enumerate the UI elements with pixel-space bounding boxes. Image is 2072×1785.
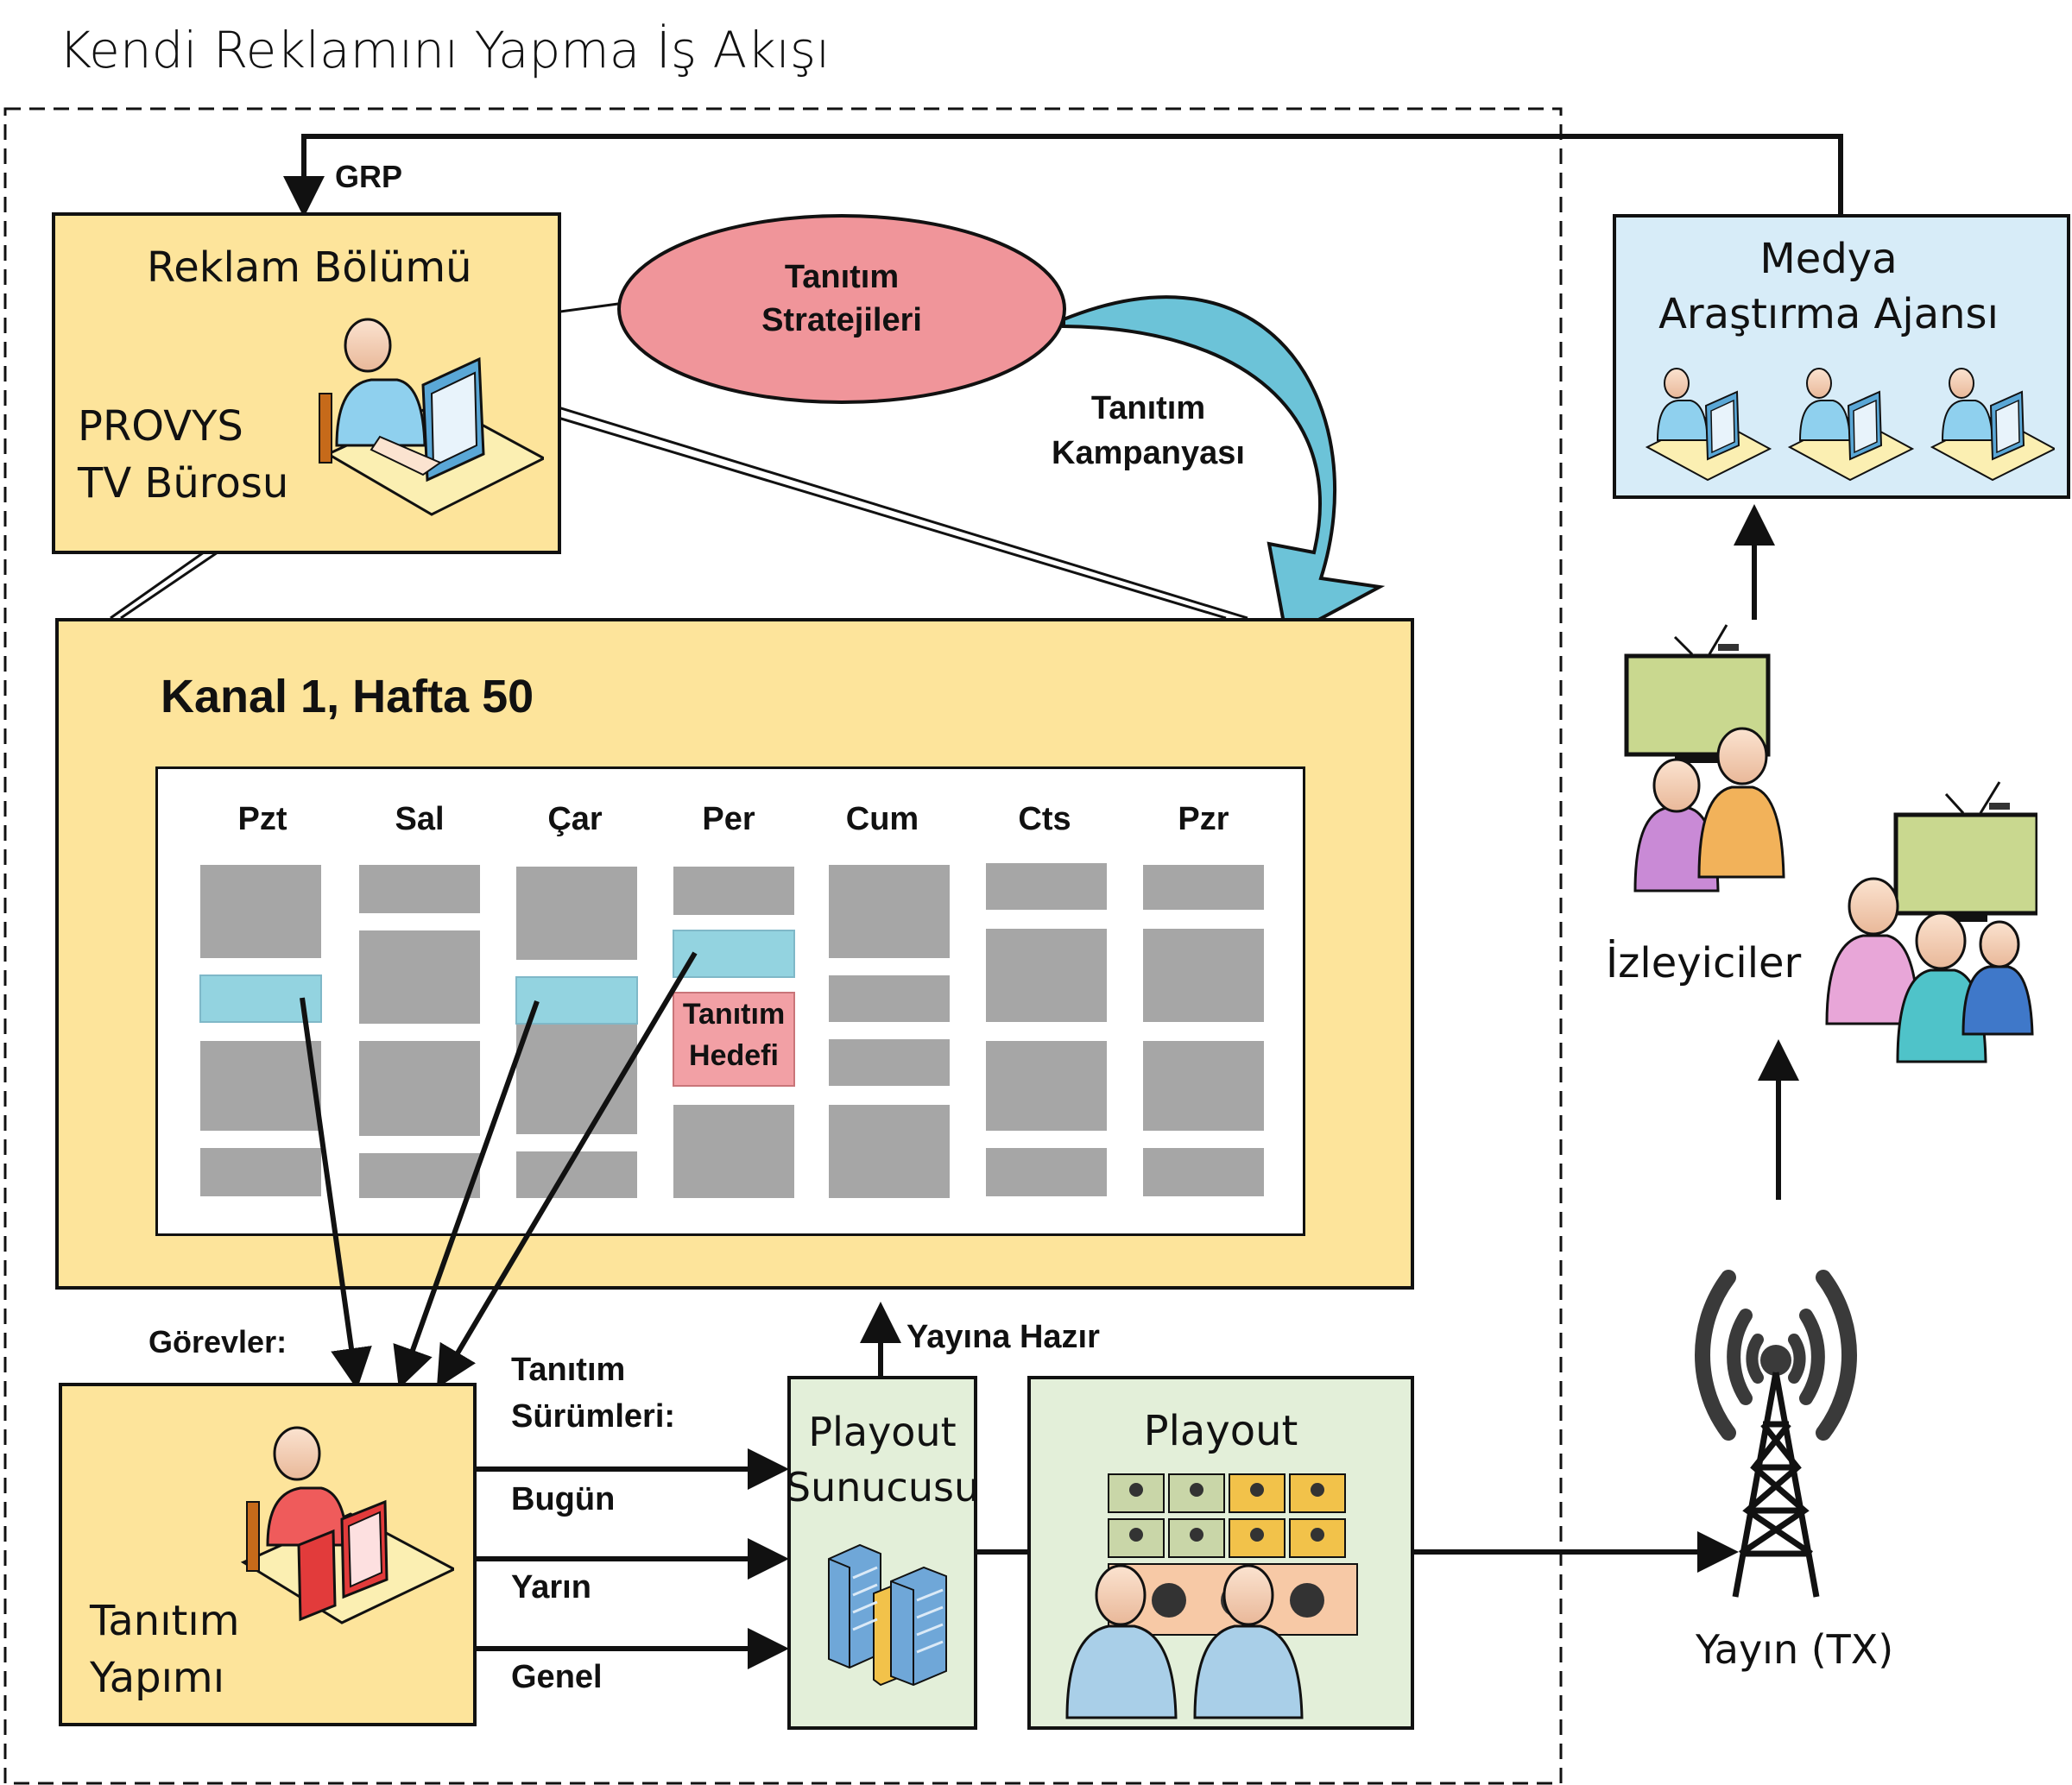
slot <box>1143 929 1264 1022</box>
grp-label: GRP <box>335 159 403 194</box>
provys-label-1: PROVYS <box>78 402 243 451</box>
campaign-arrow <box>1062 295 1386 640</box>
day-header-tue: Sal <box>395 801 445 837</box>
slot <box>359 1041 480 1136</box>
strategy-label-1: Tanıtım <box>784 259 900 295</box>
provys-label-2: TV Bürosu <box>78 459 289 508</box>
viewers-icon <box>1624 624 2037 1063</box>
ready-for-air-label: Yayına Hazır <box>906 1319 1100 1355</box>
diagram-title: Kendi Reklamını Yapma İş Akışı <box>59 21 831 79</box>
day-header-fri: Cum <box>845 801 919 837</box>
playout-control-room-icon <box>1065 1473 1358 1719</box>
slot <box>1143 865 1264 910</box>
campaign-label-1: Tanıtım <box>1090 390 1206 426</box>
promo-slot-wed <box>515 976 638 1025</box>
slot <box>829 1105 950 1198</box>
slot <box>673 1105 794 1198</box>
promo-target-label-1: Tanıtım <box>682 998 786 1031</box>
office-worker-icon <box>319 318 544 516</box>
slot <box>200 865 321 958</box>
day-header-mon: Pzt <box>237 801 287 837</box>
slot <box>986 1148 1107 1196</box>
playout-title: Playout <box>1143 1407 1298 1455</box>
slot <box>986 863 1107 910</box>
slot <box>200 1148 321 1196</box>
slot <box>1143 1148 1264 1196</box>
task-arrow-wed <box>393 1000 540 1390</box>
playout-server-label-2: Sunucusu <box>785 1464 980 1511</box>
slot <box>673 867 794 915</box>
slot <box>200 1041 321 1131</box>
strategy-label-2: Stratejileri <box>761 302 922 338</box>
slot <box>516 1151 637 1198</box>
slot <box>1143 1041 1264 1131</box>
versions-label-2: Sürümleri: <box>511 1398 676 1435</box>
agency-workers-icon <box>1645 368 2055 482</box>
day-header-wed: Çar <box>547 801 603 837</box>
version-general: Genel <box>511 1659 603 1695</box>
day-header-thu: Per <box>702 801 755 837</box>
version-today: Bugün <box>511 1481 616 1517</box>
slot <box>829 975 950 1022</box>
task-arrow-mon <box>300 997 372 1390</box>
slot <box>986 929 1107 1022</box>
slot <box>516 867 637 960</box>
grp-arrow <box>283 134 1843 218</box>
slot <box>829 1039 950 1086</box>
broadcast-tx-label: Yayın (TX) <box>1696 1626 1894 1673</box>
versions-label-1: Tanıtım <box>511 1352 626 1388</box>
slot <box>359 930 480 1024</box>
channel-title: Kanal 1, Hafta 50 <box>161 671 534 722</box>
workflow-frame <box>3 107 1563 1785</box>
agency-label-2: Araştırma Ajansı <box>1658 290 1999 338</box>
producer-icon <box>240 1426 454 1624</box>
task-arrow-thu <box>436 951 698 1389</box>
promo-target-slot <box>673 992 795 1087</box>
slot <box>986 1041 1107 1131</box>
day-header-sat: Cts <box>1018 801 1071 837</box>
broadcast-tower-icon <box>1695 1270 1857 1598</box>
production-label-2: Yapımı <box>90 1654 225 1702</box>
slot <box>829 865 950 958</box>
advertising-department-title: Reklam Bölümü <box>147 243 472 292</box>
slot <box>359 865 480 913</box>
server-rack-icon <box>828 1543 947 1687</box>
production-label-1: Tanıtım <box>90 1597 240 1645</box>
strategy-ellipse <box>617 214 1066 404</box>
day-header-sun: Pzr <box>1178 801 1229 837</box>
tasks-label: Görevler: <box>148 1324 287 1359</box>
advertising-department-box <box>52 212 561 554</box>
viewers-label: İzleyiciler <box>1606 939 1802 987</box>
playout-server-label-1: Playout <box>808 1409 957 1455</box>
agency-label-1: Medya <box>1759 235 1898 283</box>
slot <box>516 1024 637 1134</box>
slot <box>359 1153 480 1198</box>
version-tomorrow: Yarın <box>511 1569 591 1605</box>
promo-target-label-2: Hedefi <box>689 1039 779 1072</box>
campaign-label-2: Kampanyası <box>1052 435 1245 471</box>
